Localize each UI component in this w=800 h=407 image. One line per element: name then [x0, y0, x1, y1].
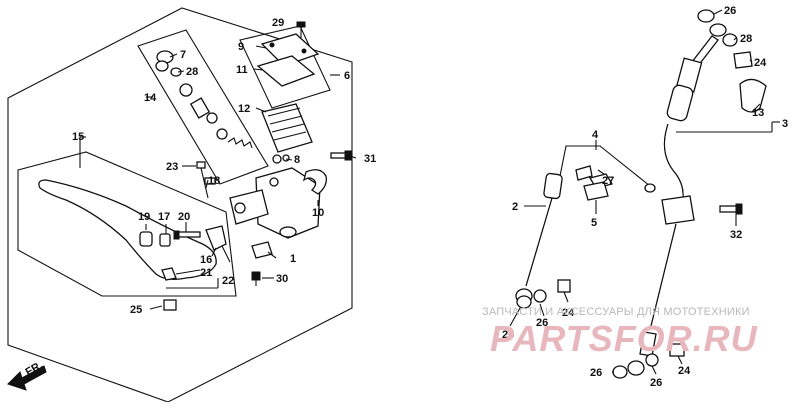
callout-2: 2 [512, 201, 518, 213]
piston-spring [216, 128, 253, 149]
reservoir-cap [260, 33, 320, 67]
watermark-caption: ЗАПЧАСТИ И АКСЕССУАРЫ ДЛЯ МОТОТЕХНИКИ [482, 306, 750, 318]
callout-32: 32 [730, 229, 742, 241]
pipe-clamp [575, 165, 614, 189]
callout-12: 12 [238, 103, 250, 115]
group-6-box [239, 25, 331, 109]
callout-9: 9 [238, 41, 244, 53]
callout-28-right: 28 [740, 33, 752, 45]
holder-bracket [251, 241, 273, 259]
callout-8: 8 [294, 154, 300, 166]
callout-20: 20 [178, 211, 190, 223]
callout-24-mid: 24 [562, 307, 575, 319]
lever-frame [17, 151, 237, 297]
callout-27: 27 [602, 175, 614, 187]
callout-4: 4 [592, 129, 599, 141]
upper-washer-26 [697, 9, 715, 23]
brake-lever [38, 179, 217, 280]
holder-bolt [251, 271, 261, 286]
master-cylinder-body [229, 167, 321, 239]
callout-19: 19 [138, 211, 150, 223]
callout-26-bottom-left: 26 [590, 367, 602, 379]
group-14-box [137, 29, 269, 185]
washer-26-mid [516, 295, 532, 309]
callout-26-mid: 26 [536, 317, 548, 329]
callout-26-top: 26 [724, 5, 736, 17]
brake-pipe [559, 145, 656, 193]
callout-29: 29 [272, 17, 284, 29]
clamp-bolt [330, 150, 352, 161]
diaphragm [261, 103, 313, 153]
banjo-bolt-24-top [733, 51, 753, 69]
watermark-brand: PARTSFOR.RU [490, 318, 758, 359]
upper-brake-hose [639, 23, 727, 357]
cap-plate [256, 55, 316, 87]
assembly-frame [7, 7, 353, 403]
callout-23: 23 [166, 161, 178, 173]
banjo-bolt-24-bottom [669, 343, 685, 357]
pipe-bolt [719, 203, 743, 215]
callout-3: 3 [782, 118, 788, 130]
upper-washer-28 [722, 33, 738, 47]
callout-26-mid-left: 26 [502, 329, 514, 341]
callout-31: 31 [364, 153, 376, 165]
callout-30: 30 [276, 273, 288, 285]
piston-boot [155, 50, 174, 72]
callout-28-left: 28 [186, 66, 198, 78]
callout-22: 22 [222, 275, 234, 287]
lever-bushing [139, 231, 153, 247]
callout-24-bottom: 24 [678, 365, 691, 377]
pipe-bracket [583, 181, 609, 201]
banjo-bolt-24-mid [557, 279, 571, 293]
lever-collar [159, 233, 171, 247]
callout-26-bottom: 26 [650, 377, 662, 389]
callout-13: 13 [752, 107, 764, 119]
callout-24-top: 24 [754, 57, 767, 69]
front-direction-arrow [7, 365, 47, 391]
callout-21: 21 [200, 267, 212, 279]
washer-26-bottom [612, 353, 659, 379]
pivot-nut [161, 267, 177, 281]
callout-25: 25 [130, 304, 142, 316]
direction-label: FR. [24, 359, 45, 378]
lower-brake-hose [515, 172, 563, 304]
callout-5: 5 [591, 217, 597, 229]
callout-17: 17 [158, 211, 170, 223]
callout-11: 11 [236, 64, 248, 76]
leader-lines-right [509, 9, 780, 375]
callout-1: 1 [290, 253, 296, 265]
callout-6: 6 [344, 70, 350, 82]
callout-7: 7 [180, 49, 186, 61]
lever-bolt [163, 299, 177, 311]
leader-lines-left [79, 23, 357, 310]
callout-15: 15 [72, 131, 84, 143]
callout-10: 10 [312, 207, 324, 219]
brake-switch [205, 225, 231, 263]
switch-screw [196, 161, 216, 199]
holder-clamp [302, 169, 327, 195]
callout-16: 16 [200, 254, 212, 266]
pivot-bolt [173, 230, 201, 240]
callout-18: 18 [208, 175, 220, 187]
callout-labels: 7 28 14 15 9 11 12 29 6 8 31 10 23 18 19… [24, 5, 789, 389]
piston [179, 83, 218, 124]
callout-14: 14 [144, 92, 157, 104]
